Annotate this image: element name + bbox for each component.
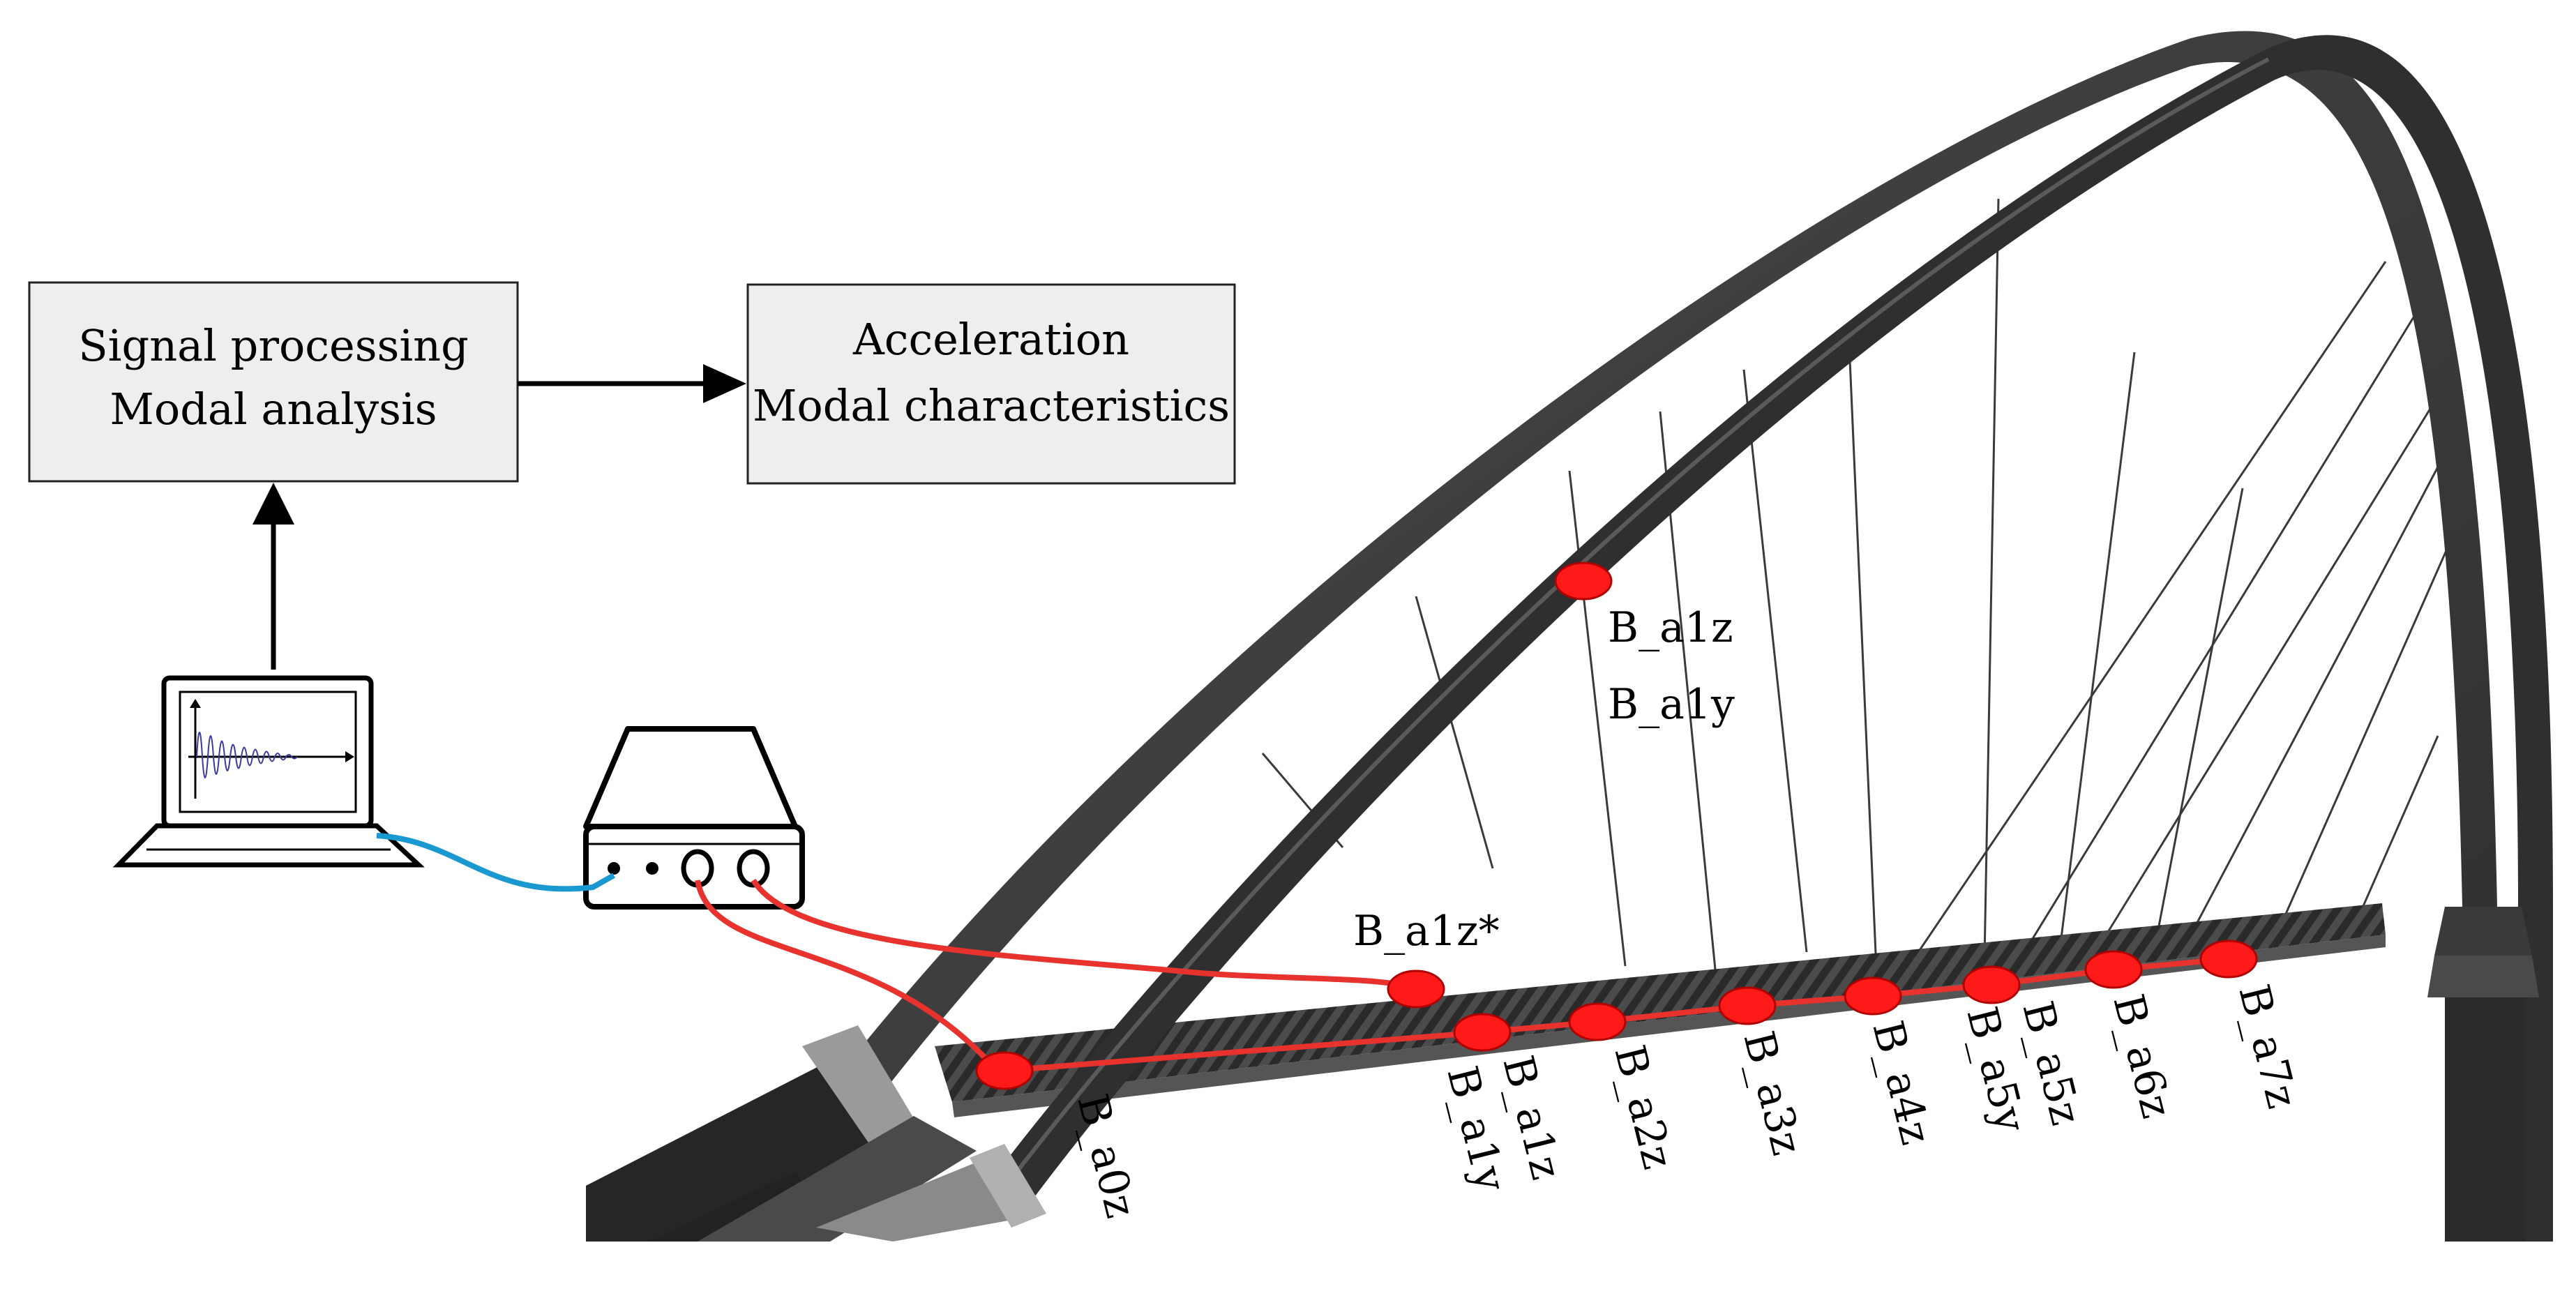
label-a1z-star: B_a1z* [1353, 907, 1500, 956]
sensor-a1z [1453, 1013, 1512, 1052]
sensor-a7z [2199, 940, 2258, 979]
data-acquisition-device-icon [583, 726, 805, 910]
daq-to-arch-cable [751, 878, 1413, 990]
sensor-a5z [1962, 965, 2021, 1004]
daq-to-deck-cable [695, 880, 993, 1066]
sensors [975, 561, 2258, 1090]
label-a4z: B_a4z [1862, 1016, 1940, 1149]
label-a6z: B_a6z [2103, 990, 2180, 1123]
sensor-arch-a1 [1554, 561, 1613, 601]
sensor-a4z [1844, 976, 1902, 1016]
signal-processing-line1: Signal processing [78, 320, 469, 371]
arrow-laptop-to-processing [253, 483, 294, 670]
label-a3z: B_a3z [1733, 1027, 1811, 1160]
label-arch-a1y: B_a1y [1608, 680, 1735, 729]
left-abutments [586, 1025, 1046, 1242]
signal-processing-box: Signal processing Modal analysis [28, 281, 519, 483]
label-a2z: B_a2z [1604, 1041, 1682, 1174]
sensor-a3z [1718, 986, 1777, 1025]
bridge-deck [935, 903, 2386, 1102]
right-abutment [2427, 907, 2539, 1242]
sensor-a0z [975, 1051, 1034, 1090]
acceleration-box: Acceleration Modal characteristics [746, 283, 1236, 485]
acceleration-line2: Modal characteristics [753, 380, 1230, 431]
label-a0z: B_a0z [1067, 1089, 1145, 1223]
hanger-cables [1261, 198, 2457, 977]
sensor-a1z-star [1387, 970, 1445, 1009]
laptop-icon [112, 675, 425, 868]
sensor-a2z [1568, 1002, 1627, 1041]
arrow-processing-to-output [518, 364, 746, 403]
label-arch-a1z: B_a1z [1608, 603, 1733, 652]
signal-processing-line2: Modal analysis [110, 384, 437, 435]
acceleration-line1: Acceleration [852, 314, 1129, 365]
front-arch-highlight [1009, 57, 2270, 1180]
label-a7z: B_a7z [2229, 980, 2306, 1113]
sensor-a6z [2084, 950, 2143, 989]
laptop-to-daq-cable [376, 833, 615, 892]
